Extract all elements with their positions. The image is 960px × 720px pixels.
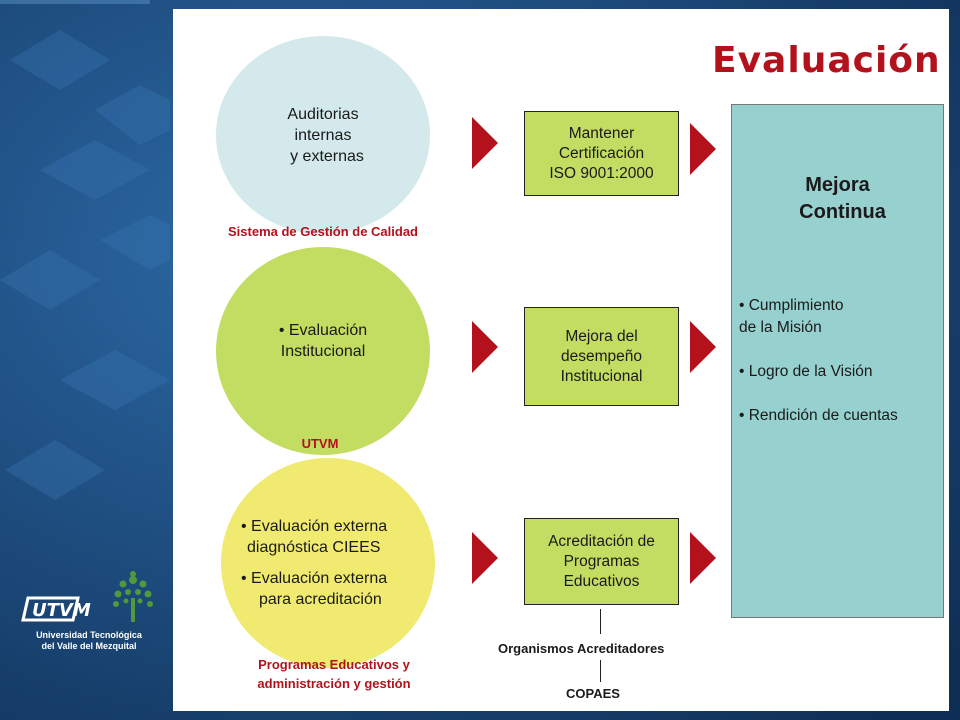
- circle-externa-line-3: • Evaluación externa: [241, 570, 388, 587]
- label-utvm: UTVM: [301, 436, 339, 451]
- box-acreditacion-line-1: Acreditación de: [548, 532, 655, 550]
- logo-caption: Universidad Tecnológica del Valle del Me…: [24, 630, 154, 652]
- label-organismos-acreditadores: Organismos Acreditadores: [498, 641, 665, 656]
- circle-institucional-line-2: Institucional: [280, 343, 366, 360]
- mejora-bullets: • Cumplimiento de la Misión • Logro de l…: [739, 295, 943, 427]
- svg-text:UTVM: UTVM: [32, 600, 91, 621]
- box-desempeno-line-3: Institucional: [560, 367, 643, 385]
- box-mantener-certificacion: Mantener Certificación ISO 9001:2000: [524, 111, 679, 196]
- mejora-title-line-2: Continua: [799, 201, 886, 223]
- circle-auditorias-line-2: internas: [294, 126, 352, 144]
- circle-auditorias-line-3: y externas: [290, 147, 364, 165]
- circle-auditorias: Auditorias internas y externas: [216, 36, 430, 234]
- box-mejora-desempeno: Mejora del desempeño Institucional: [524, 307, 679, 406]
- box-acreditacion-line-3: Educativos: [563, 572, 640, 590]
- bullet-rendicion: • Rendición de cuentas: [739, 407, 898, 424]
- utvm-logo: UTVM Universidad Tecnológica del Valle d…: [18, 568, 168, 658]
- circle-institucional-line-1: • Evaluación: [278, 322, 368, 339]
- logo-caption-line-2: del Valle del Mezquital: [41, 641, 137, 651]
- circle-auditorias-line-1: Auditorias: [287, 105, 359, 123]
- label-programas-line-2: administración y gestión: [257, 676, 411, 691]
- mejora-title-line-1: Mejora: [805, 174, 870, 196]
- tree-icon: UTVM: [21, 571, 153, 622]
- bullet-cumplimiento-line-1: • Cumplimiento: [739, 297, 844, 314]
- bullet-cumplimiento: • Cumplimiento de la Misión: [739, 295, 943, 339]
- circle-evaluacion-institucional: • Evaluación Institucional: [216, 247, 430, 455]
- label-sistema-gestion: Sistema de Gestión de Calidad: [228, 224, 418, 239]
- connector-line: [600, 609, 601, 634]
- circle-externa-line-4: para acreditación: [259, 591, 382, 608]
- bullet-vision: • Logro de la Visión: [739, 363, 873, 380]
- box-desempeno-line-1: Mejora del: [565, 327, 638, 345]
- mejora-continua-title: Mejora Continua: [732, 172, 943, 226]
- circle-externa-line-2: diagnóstica CIEES: [247, 539, 381, 556]
- box-mejora-continua: Mejora Continua • Cumplimiento de la Mis…: [731, 104, 944, 618]
- bullet-cumplimiento-line-2: de la Misión: [739, 319, 822, 336]
- connector-line: [600, 660, 601, 682]
- circle-evaluacion-externa: • Evaluación externa diagnóstica CIEES •…: [221, 458, 435, 668]
- box-certificacion-line-3: ISO 9001:2000: [549, 164, 654, 182]
- box-certificacion-line-2: Certificación: [558, 144, 645, 162]
- box-acreditacion-line-2: Programas: [563, 552, 640, 570]
- label-copaes: COPAES: [566, 686, 620, 701]
- box-desempeno-line-2: desempeño: [560, 347, 642, 365]
- circle-externa-line-1: • Evaluación externa: [241, 518, 388, 535]
- slide-title: Evaluación: [712, 40, 941, 81]
- logo-caption-line-1: Universidad Tecnológica: [36, 630, 142, 640]
- box-acreditacion-programas: Acreditación de Programas Educativos: [524, 518, 679, 605]
- label-programas-educativos: Programas Educativos y administración y …: [212, 655, 456, 693]
- box-certificacion-line-1: Mantener: [568, 124, 635, 142]
- label-programas-line-1: Programas Educativos y: [258, 657, 410, 672]
